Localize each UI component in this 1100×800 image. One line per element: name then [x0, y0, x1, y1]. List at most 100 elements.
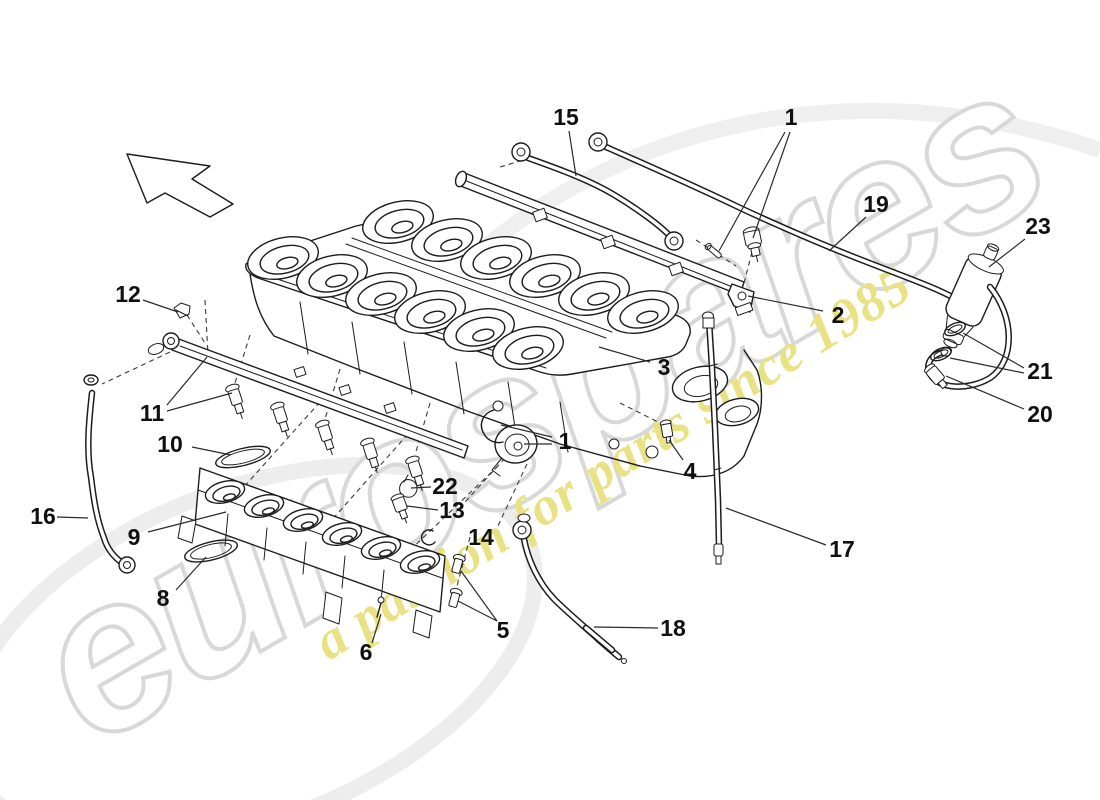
- leader-line-5: [457, 600, 498, 622]
- leader-line-15: [568, 130, 577, 177]
- leader-line-1-top: [752, 131, 791, 239]
- canister-drawing: [942, 243, 1004, 349]
- leader-line-4: [668, 439, 684, 461]
- o-ring-21b-drawing: [930, 346, 952, 362]
- part-label-6: 6: [360, 639, 373, 665]
- leader-line-12: [142, 299, 179, 313]
- part-label-19: 19: [863, 191, 889, 217]
- part-label-15: 15: [553, 104, 579, 130]
- leader-line-20: [945, 375, 1025, 410]
- leader-line-8: [175, 556, 207, 591]
- manifold-port-drawing: [300, 521, 314, 529]
- engine-art: [83, 132, 1012, 664]
- fuel-injector-drawing: [225, 383, 245, 420]
- cable-17-drawing: [702, 311, 724, 565]
- leader-line-9: [147, 511, 227, 533]
- leader-line-6: [371, 613, 382, 644]
- watermark-layer: eurospares a passion for parts since 198…: [0, 19, 1100, 800]
- part-label-18: 18: [660, 615, 686, 641]
- direction-arrow-icon: [126, 153, 234, 218]
- fuel-injectors-drawing: [225, 383, 425, 492]
- watermark-swoosh: [0, 457, 543, 800]
- clip-14-drawing: [420, 529, 436, 546]
- part-label-20: 20: [1027, 401, 1053, 427]
- velocity-stack-drawing: [489, 256, 512, 270]
- o-ring-21a-drawing: [944, 321, 966, 337]
- fuel-injector-drawing: [405, 455, 425, 492]
- velocity-stack-drawing: [440, 238, 463, 252]
- velocity-stack-drawing: [374, 292, 397, 306]
- hose-16-drawing: [83, 374, 136, 574]
- part-label-23: 23: [1025, 213, 1051, 239]
- fuel-injector-drawing: [360, 437, 380, 474]
- bolt-4-drawing: [659, 419, 674, 444]
- fuel-rail-right-drawing: [454, 170, 755, 316]
- velocity-stack-drawing: [636, 310, 659, 324]
- leader-line-11: [166, 392, 233, 412]
- screw-5b-drawing: [448, 587, 463, 608]
- velocity-stack-drawing: [276, 256, 299, 270]
- clip-22-drawing: [399, 474, 418, 498]
- velocity-stack-drawing: [472, 328, 495, 342]
- leader-line-23: [988, 238, 1026, 268]
- construction-dashes: [101, 160, 753, 606]
- manifold-port-drawing: [261, 507, 275, 515]
- injector-13-drawing: [390, 493, 409, 524]
- hose-18-drawing: [512, 513, 627, 664]
- leader-line-16: [56, 516, 89, 519]
- fuel-injector-drawing: [270, 401, 290, 438]
- leader-line-18: [593, 626, 659, 629]
- screw-5a-drawing: [451, 553, 466, 574]
- part-label-12: 12: [115, 281, 141, 307]
- leader-line-17: [725, 507, 827, 546]
- clip-12-drawing: [173, 302, 191, 319]
- part-label-9: 9: [128, 524, 141, 550]
- hook-fitting-drawing: [480, 400, 504, 444]
- manifold-port-drawing: [339, 535, 353, 543]
- leader-line-22: [410, 486, 432, 489]
- vent-valve-drawing: [742, 226, 762, 263]
- leader-line-21: [962, 332, 1025, 369]
- leader-line-3: [598, 346, 651, 363]
- lower-manifold-drawing: [177, 467, 446, 639]
- stud-6-drawing: [376, 596, 385, 618]
- leader-line-1-mid: [500, 424, 553, 438]
- velocity-stack-drawing: [423, 310, 446, 324]
- leader-line-19: [828, 216, 867, 252]
- part-label-22: 22: [432, 473, 458, 499]
- part-label-3: 3: [658, 354, 671, 380]
- velocity-stack-drawing: [391, 220, 414, 234]
- leader-line-2: [747, 295, 824, 312]
- part-label-8: 8: [157, 585, 170, 611]
- part-label-11: 11: [140, 400, 165, 426]
- part-label-5: 5: [497, 617, 510, 643]
- manifold-port-drawing: [222, 493, 236, 501]
- leader-line-5: [460, 570, 498, 622]
- part-label-1-mid: 1: [559, 428, 572, 454]
- o-ring-8-drawing: [184, 539, 238, 563]
- leader-line-10: [191, 446, 232, 456]
- fuel-injector-drawing: [315, 419, 335, 456]
- leader-line-11: [166, 356, 208, 406]
- leader-line-1-top: [718, 131, 786, 252]
- velocity-stacks-drawing: [247, 200, 679, 370]
- velocity-stack-drawing: [521, 346, 544, 360]
- manifold-port-drawing: [378, 549, 392, 557]
- part-label-13: 13: [439, 497, 465, 523]
- vent-hose-15-drawing: [511, 142, 684, 251]
- velocity-stack-drawing: [325, 274, 348, 288]
- bolt-20-drawing: [924, 363, 948, 390]
- leader-line-21: [949, 357, 1025, 374]
- throttle-flange-drawing: [491, 424, 538, 477]
- o-ring-10-drawing: [215, 445, 271, 469]
- fuel-rail-left-drawing: [147, 332, 469, 459]
- retaining-pin-drawing: [704, 242, 722, 259]
- part-label-2: 2: [832, 302, 845, 328]
- part-label-10: 10: [157, 431, 183, 457]
- part-label-4: 4: [684, 458, 697, 484]
- velocity-stack-drawing: [587, 292, 610, 306]
- part-label-14: 14: [468, 524, 494, 550]
- velocity-stack-drawing: [538, 274, 561, 288]
